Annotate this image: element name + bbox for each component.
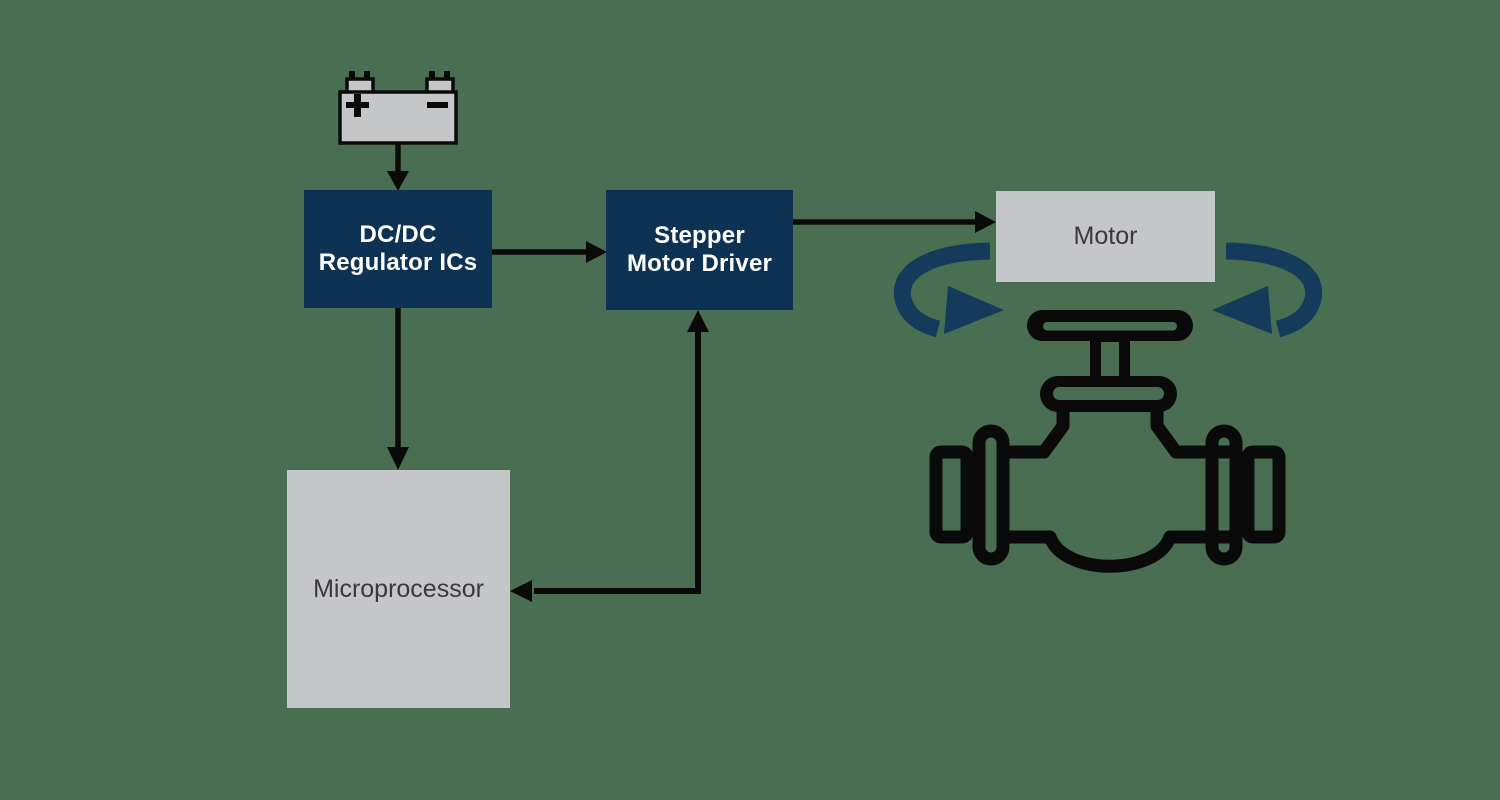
- connector-battery-to-dcdc: [387, 143, 409, 191]
- dcdc-label-line2: Regulator ICs: [318, 249, 478, 276]
- battery-icon: [338, 71, 458, 145]
- stepper-motor-driver-node: Stepper Motor Driver: [606, 190, 793, 310]
- battery-body: [338, 90, 458, 145]
- valve-flange: [972, 424, 1010, 566]
- stepper-label-line1: Stepper: [654, 222, 745, 249]
- rotation-arrow-left-icon: [893, 242, 1004, 338]
- battery-plus-icon: [354, 94, 361, 117]
- connector-dcdc-to-microprocessor: [387, 308, 409, 470]
- battery-post: [429, 71, 435, 81]
- battery-post: [349, 71, 355, 81]
- microprocessor-label: Microprocessor: [313, 574, 484, 603]
- dcdc-label-line1: DC/DC: [359, 221, 437, 248]
- rotation-arrow-right-icon: [1212, 242, 1323, 338]
- battery-post: [444, 71, 450, 81]
- dcdc-regulator-node: DC/DC Regulator ICs: [304, 190, 492, 308]
- motor-node: Motor: [996, 191, 1215, 282]
- connector-microprocessor-stepper: [510, 310, 709, 602]
- valve-pipe-end: [929, 445, 974, 544]
- valve-pipe-end: [1241, 445, 1286, 544]
- battery-post: [364, 71, 370, 81]
- valve-icon: [929, 310, 1286, 573]
- valve-flange: [1205, 424, 1243, 566]
- connector-stepper-to-motor: [793, 211, 996, 233]
- battery-minus-icon: [427, 102, 448, 108]
- stepper-label-line2: Motor Driver: [626, 250, 773, 277]
- motor-label: Motor: [1073, 222, 1138, 250]
- connector-dcdc-to-stepper: [492, 241, 607, 263]
- microprocessor-node: Microprocessor: [287, 470, 510, 708]
